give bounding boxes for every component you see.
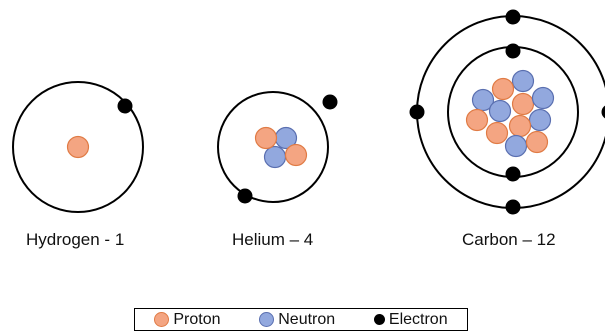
helium-orbit [217,91,329,203]
legend-item-neutron: Neutron [259,311,335,329]
carbon-electron [505,9,521,25]
legend-label-neutron: Neutron [278,310,336,328]
proton-legend-icon [154,312,170,327]
carbon-proton [511,92,535,116]
carbon-electron [409,104,425,120]
carbon-electron [505,199,521,215]
carbon-proton [508,114,532,138]
carbon-inner-orbit [447,46,579,178]
hydrogen-proton [66,135,90,159]
legend: Proton Neutron Electron [134,308,468,331]
carbon-proton [485,121,509,145]
carbon-caption: Carbon – 12 [462,230,556,249]
carbon-electron [601,105,605,119]
legend-item-electron: Electron [373,310,448,329]
carbon-proton [491,77,515,101]
helium-electron [322,94,338,110]
hydrogen-orbit [12,81,144,213]
legend-label-electron: Electron [388,310,448,328]
electron-legend-icon [373,314,385,325]
legend-item-proton: Proton [154,310,221,329]
carbon-electron [505,166,521,182]
carbon-electron [505,43,521,59]
atom-illustrations [12,9,605,215]
carbon-proton [525,130,549,154]
carbon-proton [465,108,489,132]
carbon-neutron [504,134,528,158]
hydrogen-electron [117,98,133,114]
carbon-neutron [488,99,512,123]
helium-caption: Helium – 4 [232,230,314,249]
helium-proton [284,143,308,167]
neutron-legend-icon [259,312,275,327]
carbon-neutron [511,69,535,93]
hydrogen-caption: Hydrogen - 1 [26,230,125,249]
carbon-neutron [528,108,552,132]
helium-neutron [263,145,287,169]
helium-electron [237,188,253,204]
carbon-neutron [471,88,495,112]
helium-proton [254,126,278,150]
legend-label-proton: Proton [173,310,221,328]
carbon-neutron [531,86,555,110]
